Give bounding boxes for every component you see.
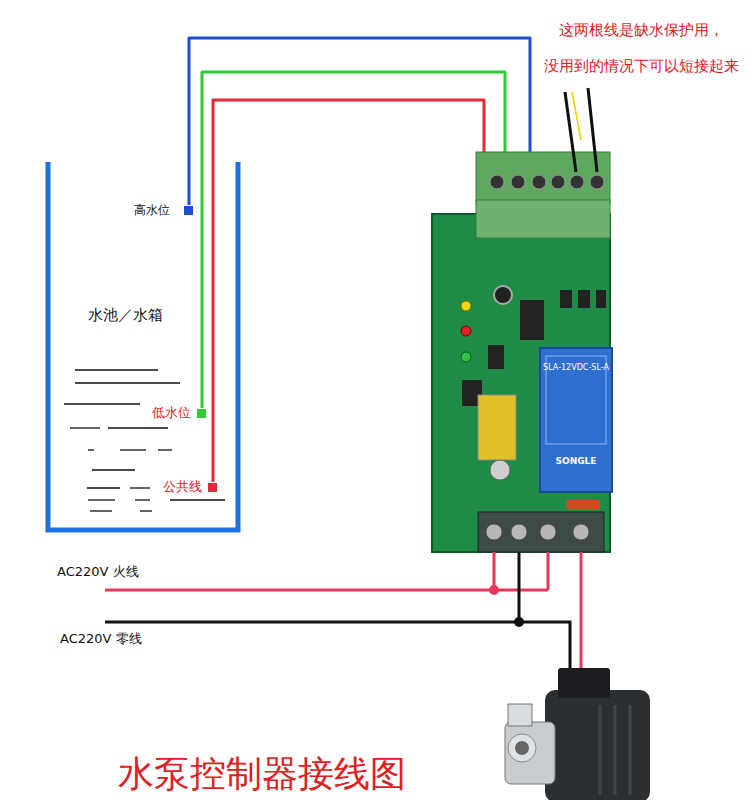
wire-junction	[489, 585, 499, 595]
water-surface	[135, 499, 150, 500]
power-terminal	[478, 512, 604, 552]
controller-board	[540, 348, 612, 492]
power-wire	[580, 552, 583, 682]
probe-label: 高水位	[134, 203, 170, 217]
diagram-title: 水泵控制器接线图	[118, 754, 406, 794]
terminal-block	[476, 152, 610, 204]
water-surface	[64, 403, 140, 404]
terminal-block	[590, 175, 604, 189]
controller-board	[520, 300, 544, 340]
power-terminal	[540, 524, 556, 540]
power-wire	[105, 552, 581, 690]
controller-board	[461, 326, 471, 336]
water-surface	[120, 449, 146, 450]
power-terminal	[511, 524, 527, 540]
pump-illustration	[515, 741, 529, 755]
controller-board	[478, 395, 516, 460]
pump-illustration	[508, 734, 536, 762]
pump-illustration	[505, 722, 555, 784]
water-surface	[88, 499, 115, 500]
water-surface	[90, 510, 112, 511]
water-surface	[170, 499, 225, 500]
relay-brand: SONGLE	[542, 455, 610, 467]
pump-illustration	[599, 705, 602, 795]
power-terminal	[478, 512, 604, 552]
pump-illustration	[545, 690, 650, 800]
probe-label: 公共线	[163, 479, 202, 495]
terminal-block	[570, 175, 584, 189]
low-level-probe: 低水位	[152, 403, 206, 423]
water-surface	[130, 487, 150, 488]
terminal-block	[532, 175, 546, 189]
pump-illustration	[558, 668, 610, 698]
annotation-note: 这两根线是缺水保护用， 没用到的情况下可以短接起来	[538, 12, 745, 84]
controller-board	[490, 460, 510, 480]
tank-label: 水池／水箱	[88, 306, 163, 324]
controller-board	[488, 345, 504, 369]
terminal-block	[490, 175, 504, 189]
wire-junction	[514, 617, 524, 627]
controller-board	[566, 500, 600, 510]
water-tank: 水池／水箱 高水位低水位公共线	[45, 160, 241, 533]
dry-run-wire	[588, 88, 597, 172]
water-surface	[75, 382, 180, 383]
terminal-block	[511, 175, 525, 189]
controller-board	[461, 352, 471, 362]
water-surface	[108, 427, 168, 428]
relay-model: SLA-12VDC-SL-A	[542, 362, 610, 374]
terminal-block	[551, 175, 565, 189]
water-surface	[87, 487, 120, 488]
live-wire-label: AC220V 火线	[57, 563, 139, 581]
power-wire	[105, 552, 570, 690]
common-probe: 公共线	[163, 477, 217, 497]
controller-board	[596, 290, 606, 308]
probe-label: 低水位	[152, 405, 191, 421]
power-terminal	[573, 524, 589, 540]
water-surface	[70, 427, 100, 428]
water-surface	[88, 449, 94, 450]
power-terminal	[486, 524, 502, 540]
pump-illustration	[505, 668, 650, 800]
high-level-probe: 高水位	[134, 200, 193, 220]
water-surface	[140, 510, 152, 511]
water-surface	[158, 449, 172, 450]
controller-board	[578, 290, 590, 308]
wire-junction	[489, 585, 524, 627]
probe-marker	[197, 409, 206, 418]
water-surface	[92, 469, 135, 470]
water-surface	[75, 369, 158, 370]
probe-marker	[208, 483, 217, 492]
probe-marker	[184, 206, 193, 215]
controller-board	[494, 286, 512, 304]
pump-illustration	[614, 705, 617, 795]
dry-run-wire	[565, 88, 597, 172]
pump-illustration	[629, 705, 632, 795]
pump-illustration	[508, 704, 532, 726]
dry-run-wire	[572, 92, 581, 140]
controller-board	[432, 214, 612, 552]
terminal-block	[476, 152, 610, 238]
power-wire	[105, 552, 548, 590]
tank-outline	[48, 162, 238, 530]
terminal-block	[476, 200, 610, 238]
controller-board	[560, 290, 572, 308]
neutral-wire-label: AC220V 零线	[60, 630, 142, 648]
controller-board	[461, 301, 471, 311]
